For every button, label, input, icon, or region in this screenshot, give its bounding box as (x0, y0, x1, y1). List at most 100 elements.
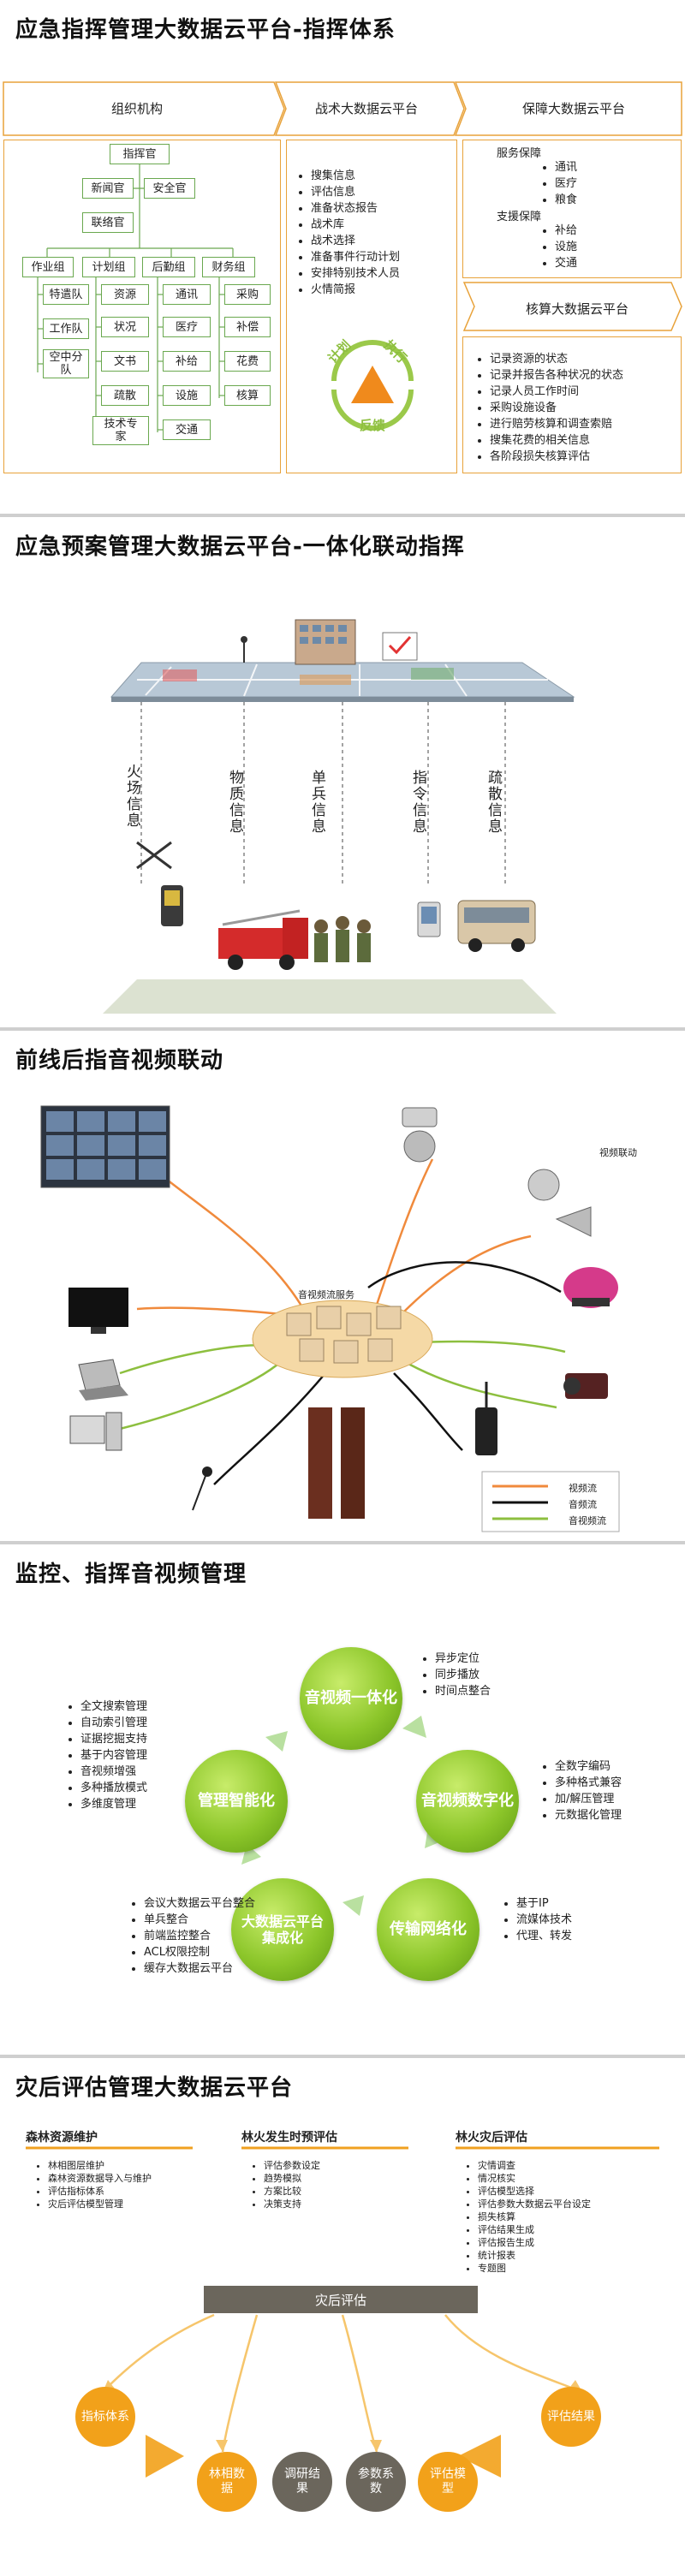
org-commander: 指挥官 (110, 144, 170, 164)
support-item: 补给 (555, 223, 577, 239)
org-safety: 安全官 (144, 178, 195, 199)
cycle-feedback: 反馈 (360, 416, 385, 434)
col2-item: 评估参数设定 (264, 2159, 320, 2172)
legend-av: 音视频流 (569, 1514, 606, 1527)
c1-item: 时间点整合 (435, 1683, 491, 1699)
av-linkage-diagram (0, 1031, 685, 1541)
panel-av-linkage: 前线后指音视频联动 (0, 1031, 685, 1544)
c3-list: 基于IP 流媒体技术 代理、转发 (501, 1895, 572, 1944)
c5-item: 自动索引管理 (80, 1715, 147, 1731)
c4-item: ACL权限控制 (144, 1944, 255, 1960)
c5-item: 多维度管理 (80, 1796, 147, 1812)
col3-item: 损失核算 (478, 2210, 649, 2223)
col3-item: 统计报表 (478, 2249, 649, 2262)
c3-item: 流媒体技术 (516, 1912, 572, 1928)
av-server-label: 音视频流服务 (298, 1288, 354, 1301)
support-label: 支援保障 (497, 207, 541, 223)
org-fin-expense: 花费 (224, 351, 271, 372)
org-liaison: 联络官 (82, 212, 134, 233)
tactic-item: 战术库 (311, 217, 400, 233)
panel1-title: 应急指挥管理大数据云平台-指挥体系 (15, 12, 396, 44)
c2-item: 多种格式兼容 (555, 1775, 622, 1791)
node-forest-data: 林相数据 (197, 2452, 257, 2512)
col3-item: 灾情调查 (478, 2159, 649, 2172)
c1-item: 同步播放 (435, 1667, 491, 1683)
org-plan-evac: 疏散 (101, 385, 149, 406)
col1-item: 森林资源数据导入与维护 (48, 2172, 152, 2185)
c4-item: 会议大数据云平台整合 (144, 1895, 255, 1912)
c5-item: 基于内容管理 (80, 1747, 147, 1764)
legend-audio: 音频流 (569, 1497, 597, 1511)
tactic-item: 评估信息 (311, 184, 400, 200)
c5-item: 全文搜索管理 (80, 1698, 147, 1715)
verify-item: 采购设施设备 (490, 400, 623, 416)
verify-item: 各阶段损失核算评估 (490, 449, 623, 465)
header-org: 组织机构 (111, 99, 163, 117)
org-plan-expert: 技术专家 (92, 416, 149, 445)
org-fin-accounting: 核算 (224, 385, 271, 406)
c2-item: 加/解压管理 (555, 1791, 622, 1807)
org-group-logistics: 后勤组 (142, 257, 195, 277)
c2-item: 元数据化管理 (555, 1807, 622, 1823)
node-parameters: 参数系数 (346, 2452, 406, 2512)
c4-item: 缓存大数据云平台 (144, 1960, 255, 1977)
org-plan-docs: 文书 (101, 351, 149, 372)
org-group-ops: 作业组 (22, 257, 74, 277)
verify-item: 记录并报告各种状况的状态 (490, 367, 623, 384)
c4-item: 前端监控整合 (144, 1928, 255, 1944)
org-ops-taskforce: 特遣队 (43, 284, 89, 305)
col1-item: 评估指标体系 (48, 2185, 152, 2198)
verify-item: 记录人员工作时间 (490, 384, 623, 400)
org-plan-status: 状况 (101, 317, 149, 337)
tactic-item: 战术选择 (311, 233, 400, 249)
header-verify: 核算大数据云平台 (526, 300, 628, 318)
c4-item: 单兵整合 (144, 1912, 255, 1928)
col1-title: 森林资源维护 (26, 2128, 98, 2145)
service-list: 通讯 医疗 粮食 (539, 159, 577, 208)
org-fin-compensation: 补偿 (224, 317, 271, 337)
c5-item: 证据挖掘支持 (80, 1731, 147, 1747)
org-fin-purchase: 采购 (224, 284, 271, 305)
c3-item: 代理、转发 (516, 1928, 572, 1944)
node-eval-model: 评估模型 (418, 2452, 478, 2512)
service-item: 粮食 (555, 192, 577, 208)
verify-item: 搜集花费的相关信息 (490, 432, 623, 449)
org-group-finance: 财务组 (202, 257, 255, 277)
label-command-info: 指令信息 (408, 770, 429, 835)
tactic-list: 搜集信息 评估信息 准备状态报告 战术库 战术选择 准备事件行动计划 安排特别技… (295, 168, 400, 298)
org-ops-workteam: 工作队 (43, 318, 89, 339)
legend-video: 视频流 (569, 1481, 597, 1495)
col3-item: 评估结果生成 (478, 2223, 649, 2236)
col1-list: 林相图层维护 森林资源数据导入与维护 评估指标体系 灾后评估模型管理 (34, 2159, 152, 2210)
col3-item: 情况核实 (478, 2172, 649, 2185)
col3-list: 灾情调查 情况核实 评估模型选择 评估参数大数据云平台设定 损失核算 评估结果生… (464, 2159, 649, 2275)
c3-item: 基于IP (516, 1895, 572, 1912)
col2-list: 评估参数设定 趋势模拟 方案比较 决策支持 (250, 2159, 320, 2210)
org-log-comm: 通讯 (163, 284, 211, 305)
org-log-facility: 设施 (163, 385, 211, 406)
org-log-transport: 交通 (163, 419, 211, 440)
node-indicator-system: 指标体系 (75, 2387, 135, 2447)
c2-item: 全数字编码 (555, 1758, 622, 1775)
column-rules (0, 2144, 685, 2152)
org-news: 新闻官 (82, 178, 134, 199)
org-ops-air: 空中分队 (43, 349, 89, 378)
org-log-medical: 医疗 (163, 317, 211, 337)
circle-network: 传输网络化 (377, 1878, 480, 1981)
tactic-item: 准备状态报告 (311, 200, 400, 217)
node-eval-result: 评估结果 (541, 2387, 601, 2447)
integrated-map-illustration (0, 517, 685, 1027)
label-material-info: 物质信息 (224, 770, 246, 835)
tactic-item: 准备事件行动计划 (311, 249, 400, 265)
video-link-label: 视频联动 (599, 1145, 637, 1159)
col1-item: 林相图层维护 (48, 2159, 152, 2172)
circle-av-integration: 音视频一体化 (300, 1647, 402, 1750)
support-item: 设施 (555, 239, 577, 255)
col2-item: 决策支持 (264, 2198, 320, 2210)
col3-item: 评估报告生成 (478, 2236, 649, 2249)
label-evac-info: 疏散信息 (483, 770, 504, 835)
c5-item: 多种播放模式 (80, 1780, 147, 1796)
c1-list: 异步定位 同步播放 时间点整合 (420, 1651, 491, 1699)
c4-list: 会议大数据云平台整合 单兵整合 前端监控整合 ACL权限控制 缓存大数据云平台 (128, 1895, 255, 1977)
c5-item: 音视频增强 (80, 1764, 147, 1780)
